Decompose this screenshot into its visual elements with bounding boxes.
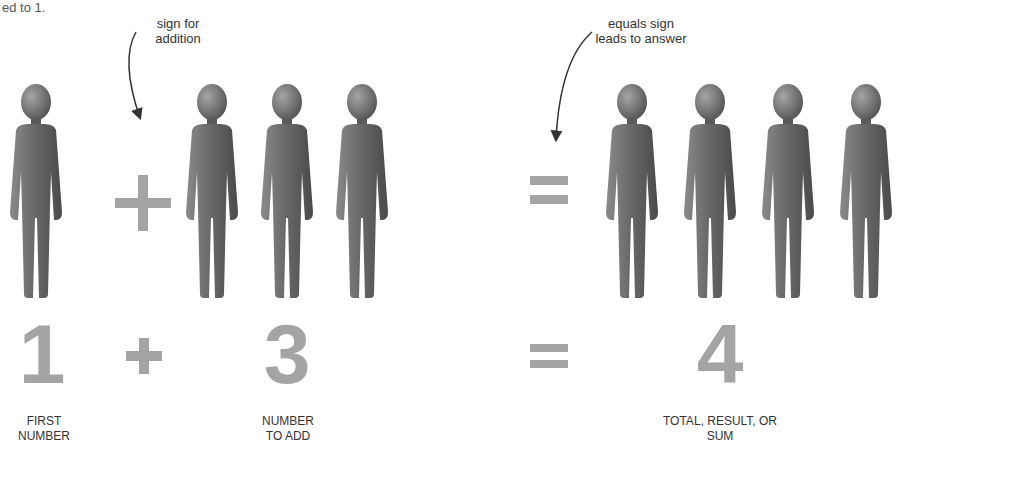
term-caption: TOTAL, RESULT, OR SUM xyxy=(660,414,780,444)
annotation-text: equals sign leads to answer xyxy=(592,16,690,46)
leader-arrow xyxy=(556,32,592,140)
person-figure xyxy=(762,84,814,298)
equals-sign xyxy=(530,176,568,204)
equals-sign xyxy=(530,344,568,368)
plus-sign xyxy=(115,175,171,231)
person-figure xyxy=(840,84,892,298)
person-figure xyxy=(10,84,62,298)
person-figure xyxy=(261,84,313,298)
number-digit: 4 xyxy=(688,312,752,396)
number-digit: 1 xyxy=(10,312,74,396)
term-caption: NUMBER TO ADD xyxy=(255,414,321,444)
person-figure xyxy=(606,84,658,298)
term-caption: FIRST NUMBER xyxy=(10,414,78,444)
leader-arrow xyxy=(129,32,140,118)
annotation-text: sign for addition xyxy=(140,16,216,46)
plus-sign xyxy=(126,338,162,374)
cropped-text: ed to 1. xyxy=(2,0,122,15)
number-digit: 3 xyxy=(255,312,319,396)
person-figure xyxy=(186,84,238,298)
person-figure xyxy=(336,84,388,298)
person-figure xyxy=(684,84,736,298)
